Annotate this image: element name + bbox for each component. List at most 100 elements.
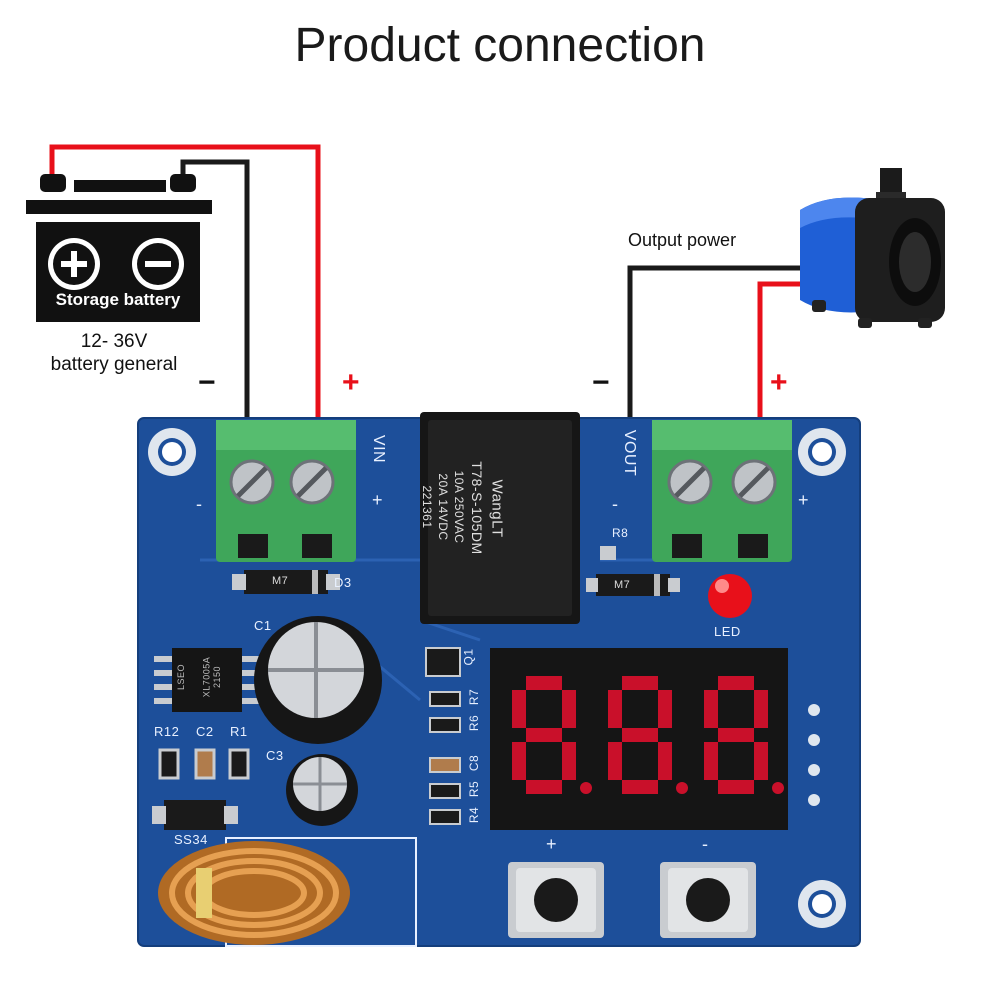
d3-label: D3 — [334, 575, 352, 590]
capacitor-c3 — [286, 754, 358, 826]
minus-push-button[interactable] — [660, 862, 756, 938]
diode-m7 — [586, 574, 680, 596]
inductor-coil — [158, 837, 417, 947]
button-plus-label: + — [546, 834, 558, 854]
transistor-q1 — [425, 647, 461, 677]
mounting-hole — [798, 428, 846, 476]
ic-chip — [154, 648, 260, 712]
relay-brand: WangLT — [488, 479, 506, 538]
smd-resistor-r6 — [429, 717, 461, 733]
display-header-pins — [808, 704, 820, 806]
capacitor-c1 — [254, 616, 382, 744]
relay-model: T78-S-105DM — [469, 461, 485, 555]
ic-marking-2: XL7005A — [201, 656, 212, 698]
display-segment — [718, 676, 754, 690]
display-segment — [754, 690, 768, 728]
relay-rating-1: 10A 250VAC — [452, 470, 466, 544]
ic-marking-1: LSEO — [176, 663, 187, 691]
led-label: LED — [714, 624, 741, 639]
display-decimal-point — [676, 782, 688, 794]
display-segment — [622, 676, 658, 690]
display-segment — [608, 690, 622, 728]
display-segment — [754, 742, 768, 780]
resistor-r8 — [600, 546, 616, 560]
vout-label: VOUT — [621, 429, 639, 477]
output-negative-sign: − — [592, 366, 610, 399]
c2-label: C2 — [196, 724, 214, 739]
input-negative-sign: − — [198, 366, 216, 399]
display-segment — [658, 742, 672, 780]
vout-terminal-block — [652, 420, 792, 562]
q1-label: Q1 — [461, 648, 476, 666]
battery-voltage-line2: battery general — [50, 354, 178, 375]
plus-push-button[interactable] — [508, 862, 604, 938]
vin-terminal-block — [216, 420, 356, 562]
smd-resistor-r1 — [228, 748, 250, 780]
display-segment — [526, 728, 562, 742]
display-segment — [526, 676, 562, 690]
display-segment — [562, 742, 576, 780]
smd-resistor-r4 — [429, 809, 461, 825]
vin-minus-label: - — [196, 494, 203, 514]
battery-voltage-line1: 12- 36V — [80, 331, 148, 352]
vout-minus-label: - — [612, 494, 619, 514]
battery-positive-wire — [49, 144, 321, 420]
ic-marking-3: 2150 — [212, 665, 223, 689]
r8-label: R8 — [612, 526, 629, 540]
display-segment — [622, 728, 658, 742]
r12-label: R12 — [154, 724, 180, 739]
r1-label: R1 — [230, 724, 248, 739]
c1-label: C1 — [254, 618, 272, 633]
output-positive-sign: + — [770, 366, 788, 399]
output-negative-wire — [627, 265, 800, 420]
smd-capacitor-c2 — [194, 748, 216, 780]
r7-label: R7 — [467, 688, 482, 706]
mounting-hole — [798, 880, 846, 928]
display-segment — [718, 780, 754, 794]
input-positive-sign: + — [342, 366, 360, 399]
display-decimal-point — [580, 782, 592, 794]
smd-resistor-r7 — [429, 691, 461, 707]
battery-voltage-note: 12- 36V battery general — [24, 330, 204, 376]
relay-code: 221361 — [420, 485, 434, 529]
battery-label: Storage battery — [55, 290, 181, 309]
battery-icon — [26, 174, 212, 322]
vin-label: VIN — [370, 434, 388, 464]
display-segment — [622, 780, 658, 794]
relay-rating-2: 20A 14VDC — [436, 473, 450, 541]
smd-resistor-r12 — [158, 748, 180, 780]
display-segment — [512, 690, 526, 728]
display-segment — [718, 728, 754, 742]
ss34-label: SS34 — [174, 832, 208, 847]
c3-label: C3 — [266, 748, 284, 763]
smd-resistor-r5 — [429, 783, 461, 799]
display-segment — [658, 690, 672, 728]
display-segment — [512, 742, 526, 780]
display-segment — [704, 690, 718, 728]
r4-label: R4 — [467, 806, 482, 824]
display-segment — [704, 742, 718, 780]
display-segment — [608, 742, 622, 780]
output-power-label: Output power — [628, 230, 737, 250]
button-minus-label: - — [702, 834, 709, 854]
display-segment — [526, 780, 562, 794]
mounting-hole — [148, 428, 196, 476]
page-title: Product connection — [294, 19, 706, 72]
display-decimal-point — [772, 782, 784, 794]
relay — [420, 412, 580, 624]
vout-plus-label: + — [798, 490, 810, 510]
diode-d3 — [232, 570, 340, 594]
m7-marking: M7 — [614, 579, 631, 591]
led — [708, 574, 752, 618]
diode-ss34 — [152, 800, 238, 830]
vin-plus-label: + — [372, 490, 384, 510]
battery-negative-wire — [180, 159, 250, 420]
r5-label: R5 — [467, 780, 482, 798]
output-positive-wire — [757, 281, 800, 420]
d3-m7-marking: M7 — [272, 575, 289, 587]
display-segment — [562, 690, 576, 728]
smd-capacitor-c8 — [429, 757, 461, 773]
water-pump-icon — [800, 168, 945, 328]
r6-label: R6 — [467, 714, 482, 732]
